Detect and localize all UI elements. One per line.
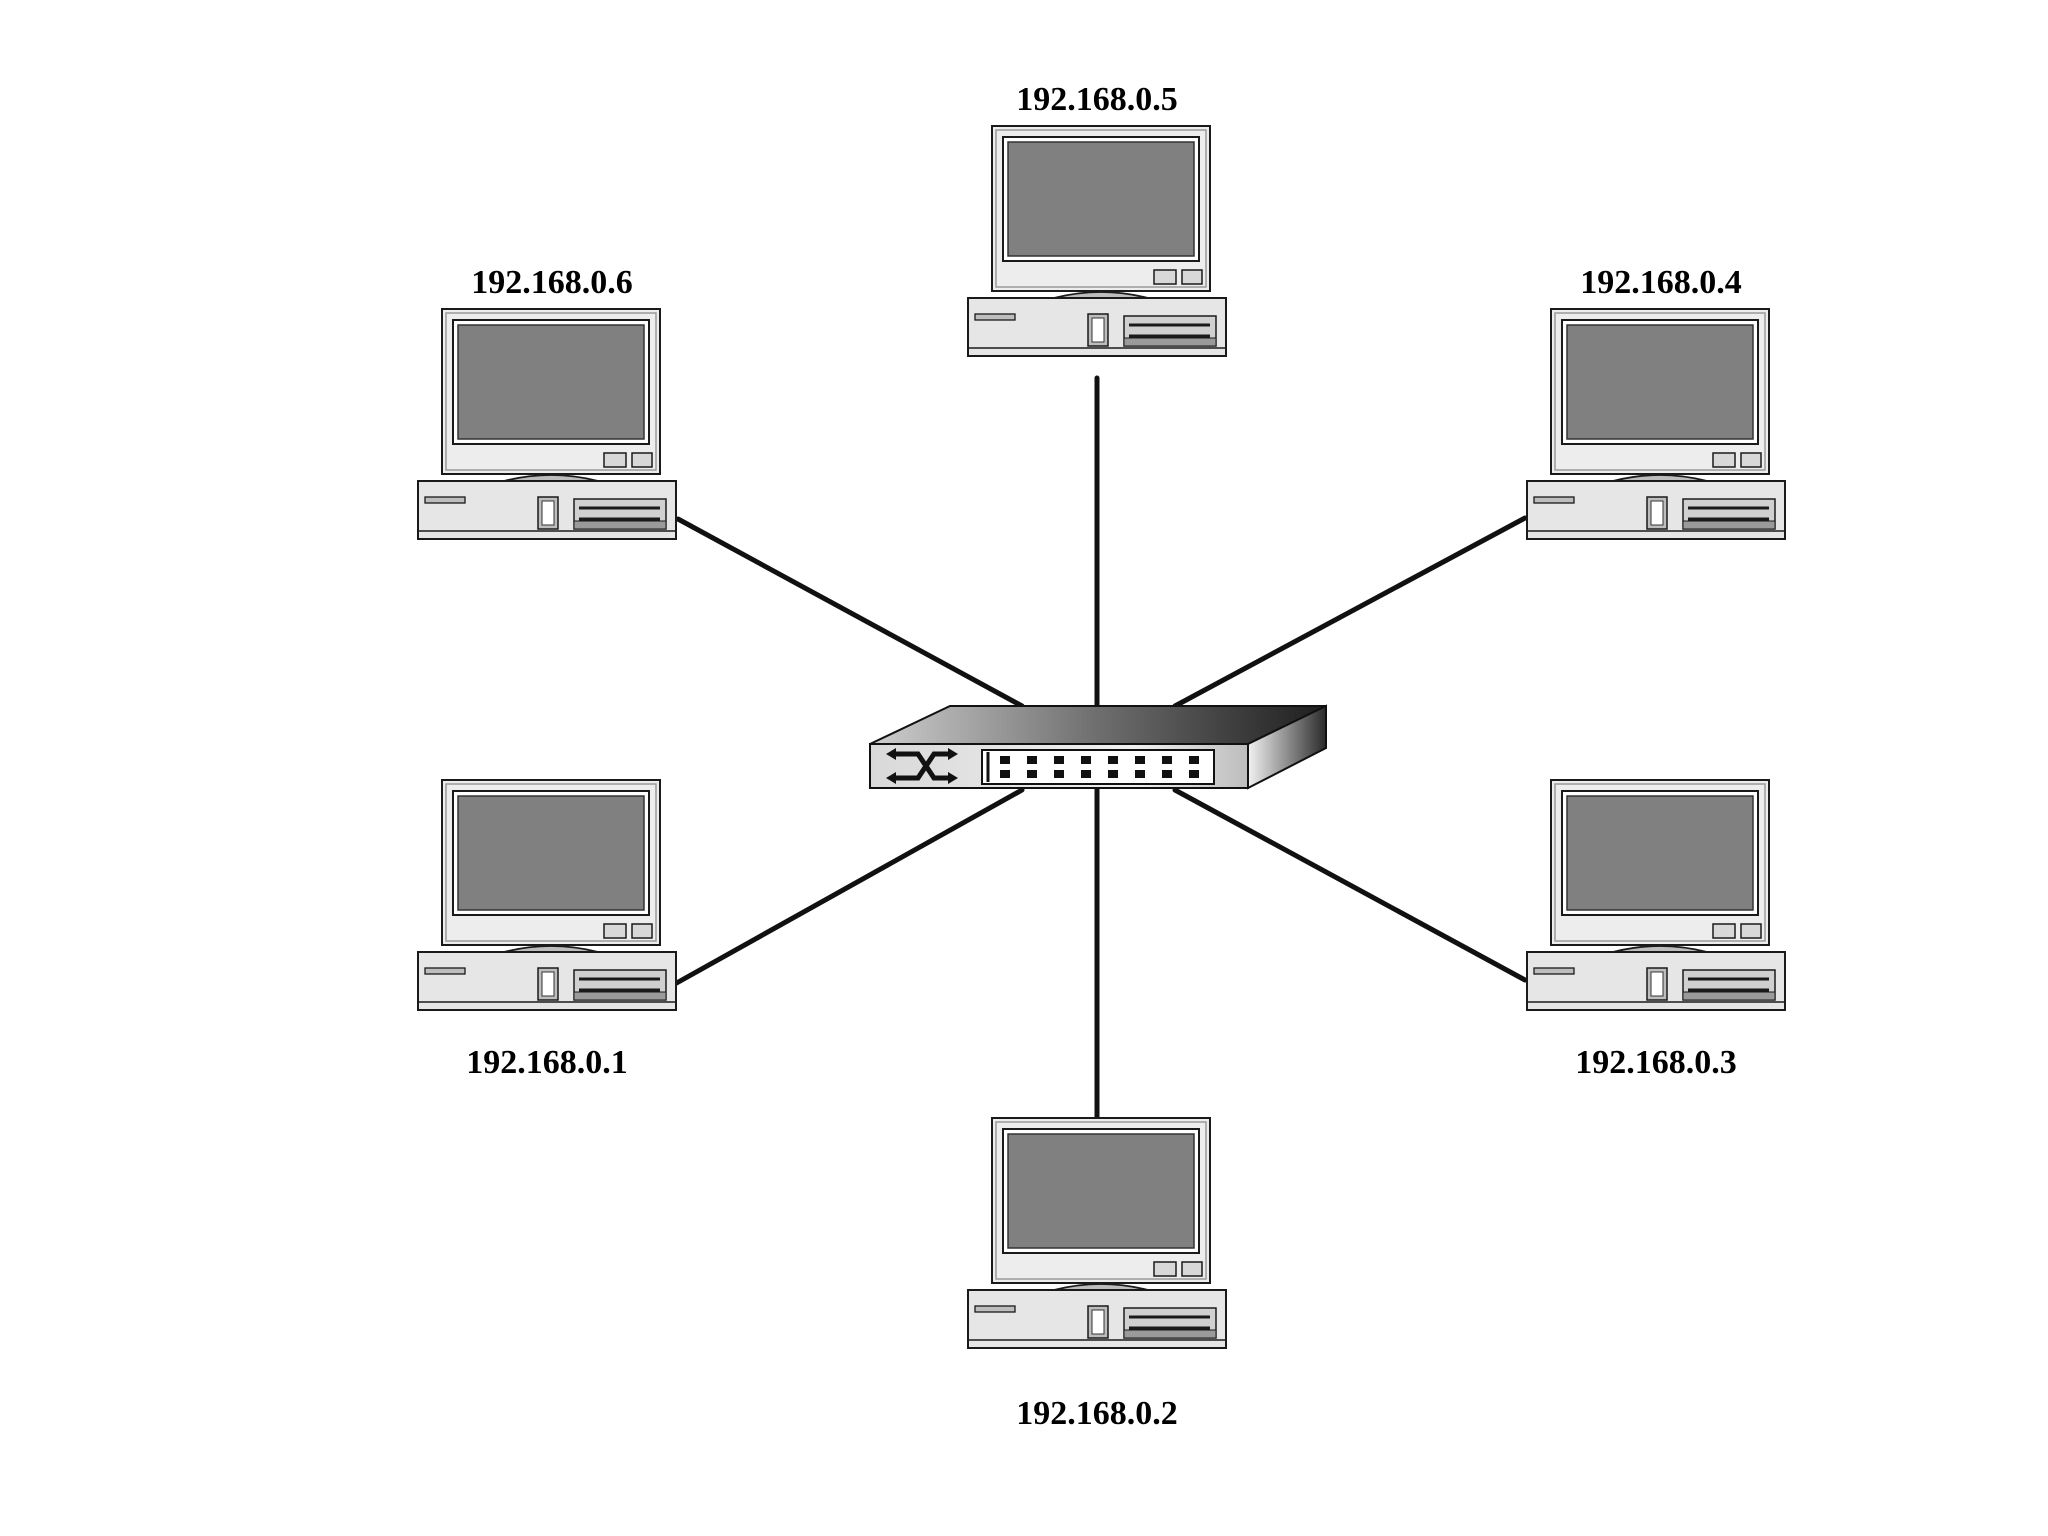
- switch-port: [1189, 770, 1199, 778]
- switch-port: [1000, 770, 1010, 778]
- switch-port: [1108, 756, 1118, 764]
- desktop-computer-icon: [416, 778, 678, 1012]
- switch-port: [1000, 756, 1010, 764]
- ip-address-label: 192.168.0.6: [471, 264, 633, 301]
- desktop-computer-icon: [966, 1116, 1228, 1350]
- cable-host-6: [675, 516, 1025, 709]
- cable-host-4: [1172, 515, 1528, 709]
- switch-port: [1027, 756, 1037, 764]
- switch-port: [1027, 770, 1037, 778]
- ip-address-label: 192.168.0.3: [1575, 1044, 1737, 1081]
- network-cables: [670, 375, 1528, 1121]
- switch-port: [1162, 770, 1172, 778]
- ip-address-label: 192.168.0.5: [1016, 81, 1178, 118]
- switch-port: [1135, 770, 1145, 778]
- switch-port: [1189, 756, 1199, 764]
- switch-port: [1081, 770, 1091, 778]
- desktop-computer-icon: [416, 307, 678, 541]
- desktop-computer-icon: [1525, 778, 1787, 1012]
- switch-port: [1054, 770, 1064, 778]
- desktop-computer-icon: [1525, 307, 1787, 541]
- desktop-computer-icon: [966, 124, 1228, 358]
- switch-port: [1135, 756, 1145, 764]
- ip-address-label: 192.168.0.4: [1580, 264, 1742, 301]
- ip-address-label: 192.168.0.2: [1016, 1395, 1178, 1432]
- switch-port: [1162, 756, 1172, 764]
- switch-port: [1108, 770, 1118, 778]
- switch-port: [1054, 756, 1064, 764]
- cable-host-3: [1172, 787, 1528, 983]
- network-switch-icon: [869, 704, 1327, 790]
- cable-host-1: [670, 787, 1025, 988]
- ip-address-label: 192.168.0.1: [466, 1044, 628, 1081]
- switch-port: [1081, 756, 1091, 764]
